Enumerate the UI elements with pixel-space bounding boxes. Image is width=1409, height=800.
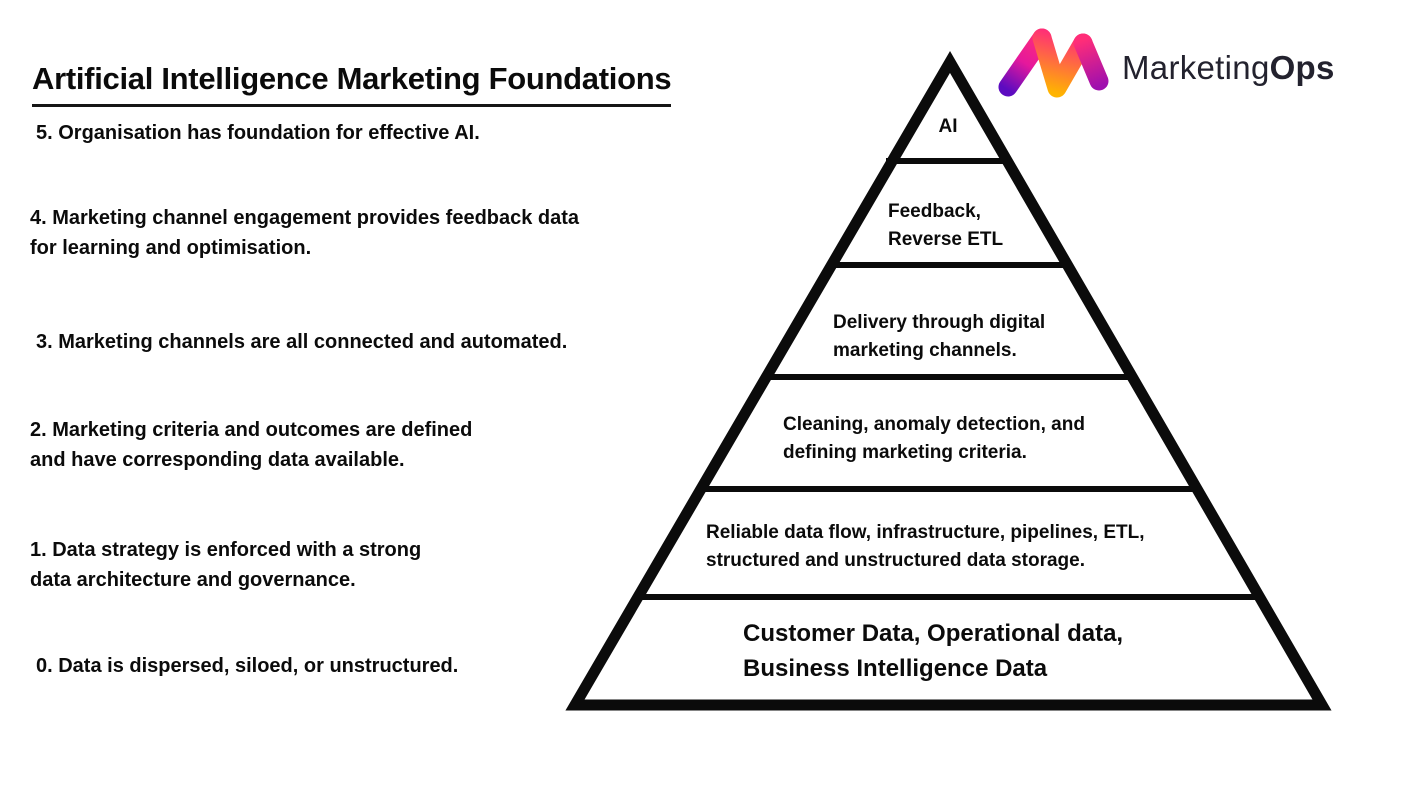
brand-name-regular: Marketing [1122, 49, 1270, 86]
foundation-step-2: 2. Marketing criteria and outcomes are d… [30, 419, 473, 471]
marketingops-m-icon [998, 28, 1109, 98]
marketingops-logo: MarketingOps [998, 28, 1334, 104]
pyramid-layer-label-feedback: Feedback, Reverse ETL [888, 201, 1004, 250]
page-title: Artificial Intelligence Marketing Founda… [32, 61, 672, 107]
pyramid-layer-label-cleaning: Cleaning, anomaly detection, and definin… [783, 414, 1085, 463]
pyramid-layer-label-data-sources: Customer Data, Operational data, Busines… [743, 620, 1124, 682]
pyramid-outline [565, 51, 1332, 711]
pyramid-layer-label-ai: AI [938, 116, 958, 137]
foundation-step-3: 3. Marketing channels are all connected … [36, 331, 568, 353]
foundation-step-5: 5. Organisation has foundation for effec… [36, 122, 480, 144]
pyramid-layer-label-delivery: Delivery through digital marketing chann… [833, 312, 1046, 361]
foundation-step-4: 4. Marketing channel engagement provides… [30, 207, 580, 259]
brand-wordmark: MarketingOps [1122, 49, 1335, 87]
foundation-step-0: 0. Data is dispersed, siloed, or unstruc… [36, 655, 459, 677]
brand-name-bold: Ops [1269, 49, 1335, 86]
pyramid-layer-label-data-flow: Reliable data flow, infrastructure, pipe… [706, 522, 1145, 571]
foundation-step-1: 1. Data strategy is enforced with a stro… [30, 539, 422, 591]
